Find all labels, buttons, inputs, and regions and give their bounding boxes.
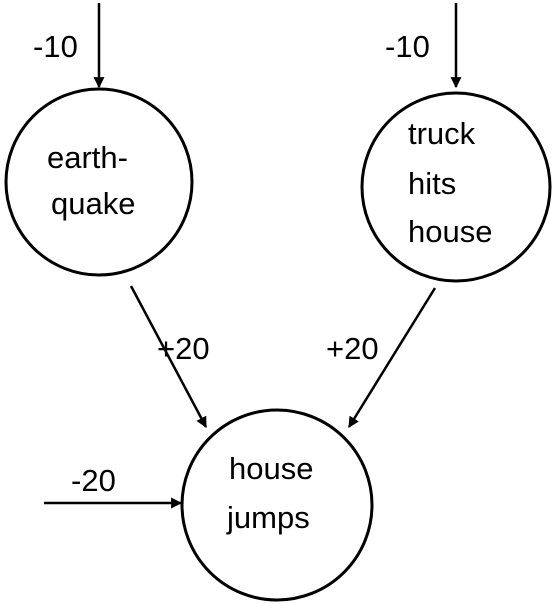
edge-earthquake-to-house-jumps — [129, 285, 208, 428]
edge-weight-earthquake: +20 — [157, 331, 210, 366]
edge-weight-truck: +20 — [326, 331, 379, 366]
input-weight-house-jumps: -20 — [71, 463, 116, 498]
node-earthquake-label-line-2: quake — [51, 186, 135, 221]
node-house-jumps-circle — [180, 408, 374, 602]
node-house-jumps-label-line-1: house — [229, 451, 313, 486]
node-truck-label-line-1: truck — [408, 116, 476, 151]
input-weight-earthquake: -10 — [33, 29, 78, 64]
node-truck-hits-house: truck hits house — [360, 91, 552, 283]
node-truck-label-line-3: house — [408, 214, 492, 249]
node-house-jumps: house jumps — [180, 408, 374, 602]
node-earthquake: earth- quake — [4, 87, 194, 277]
node-truck-label-line-2: hits — [408, 166, 456, 201]
edge-truck-to-house-jumps — [347, 287, 437, 428]
input-weight-truck: -10 — [385, 29, 430, 64]
node-house-jumps-label-line-2: jumps — [226, 500, 310, 535]
node-earthquake-circle — [4, 87, 194, 277]
node-truck-hits-house-circle — [360, 91, 552, 283]
node-earthquake-label-line-1: earth- — [47, 140, 128, 175]
